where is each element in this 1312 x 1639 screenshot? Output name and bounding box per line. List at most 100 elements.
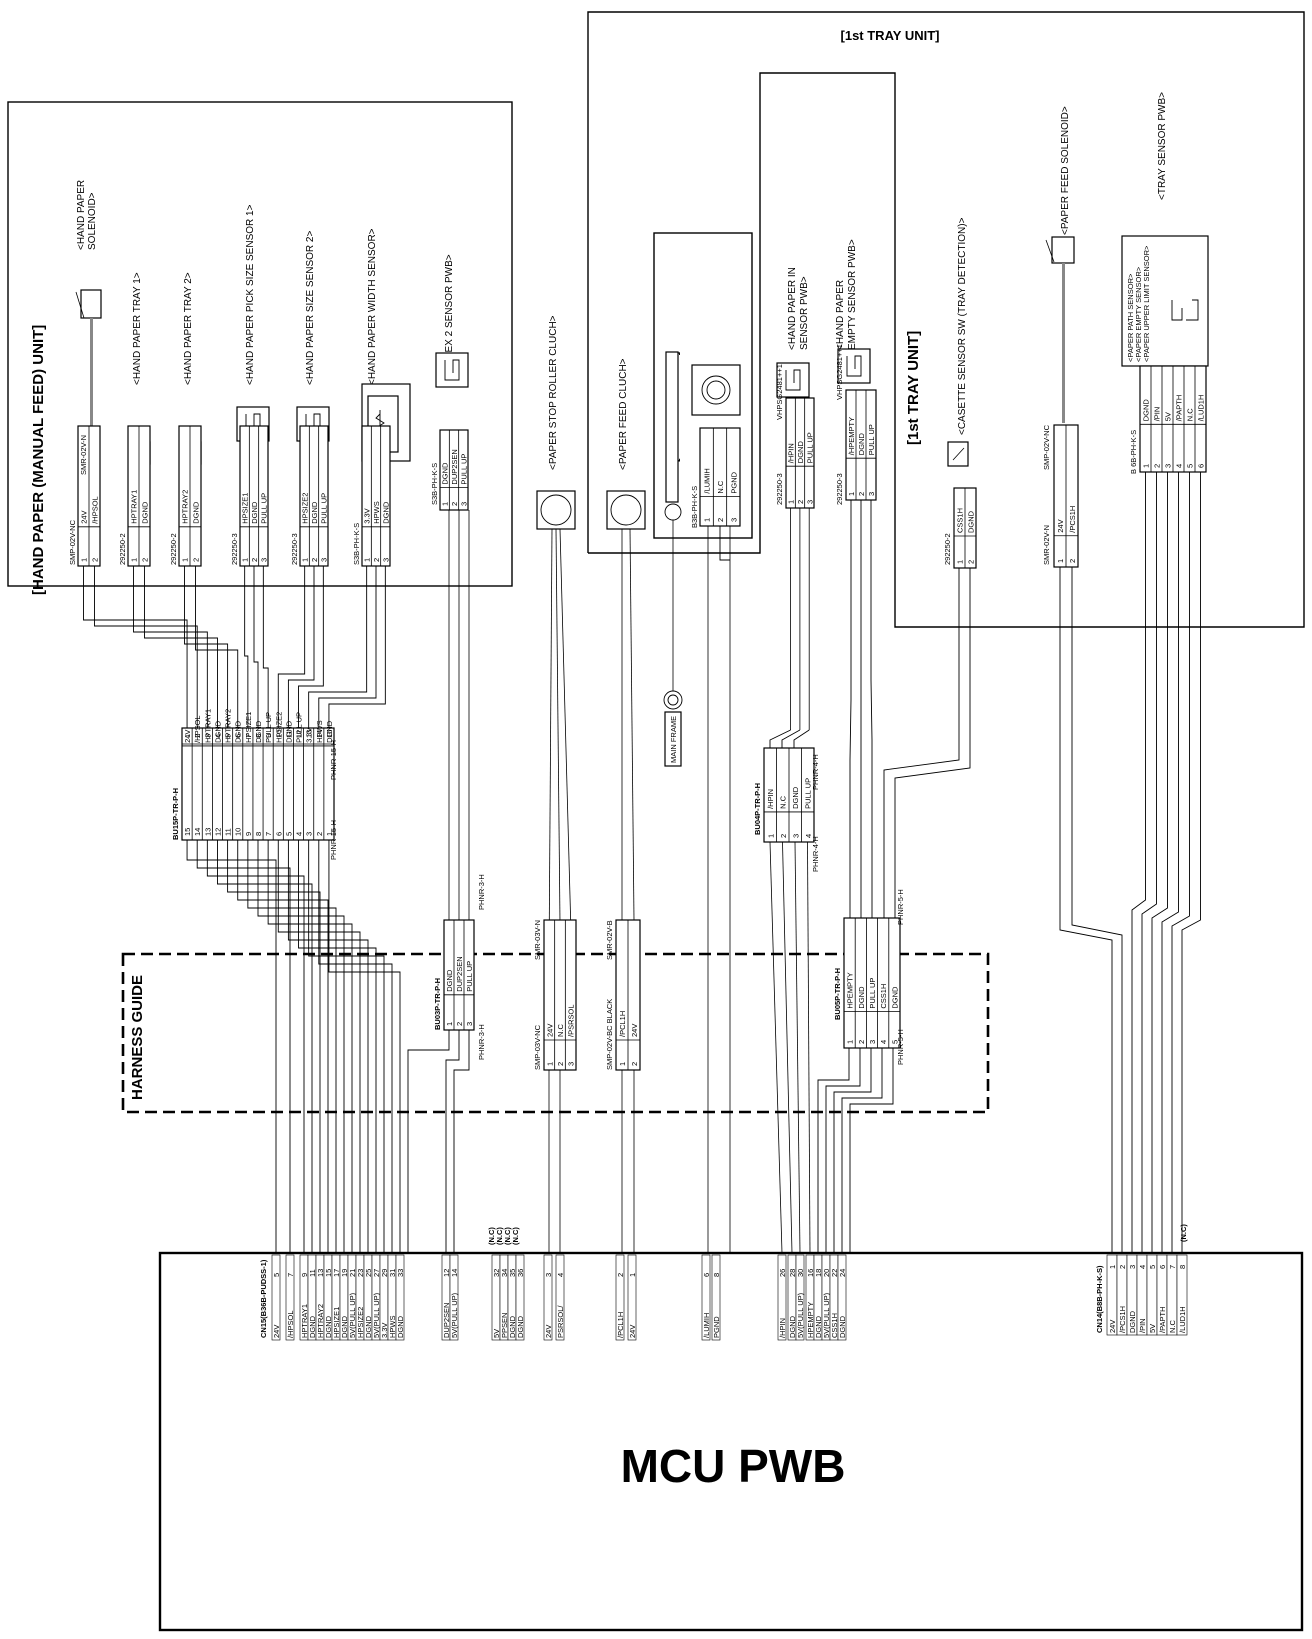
cn14-signal: /PIN [1138,1318,1147,1333]
hp-empty-label: <HAND PAPER [835,280,846,350]
stop-clutch-wire [559,528,572,921]
tray-pwb-connector-pin: 4 [1175,464,1184,468]
cn14-nc: (N.C) [1179,1224,1188,1242]
lift-motor-frame [653,232,753,539]
hand-to-relay15-wire [262,566,269,728]
hand-connector-7-pin: 3 [459,502,468,506]
feed-relay-top: SMR-02V-B [605,920,614,960]
cn15-signal: 5V(PULL UP) [348,1292,357,1338]
hp-in-connector-signal: /HPIN [787,443,796,463]
relay15-connector-signal: PULL UP [295,712,304,743]
cn15-pin: 13 [316,1269,325,1277]
cn15-signal: DGND [788,1315,797,1338]
relay15-connector-pin: 10 [234,828,243,836]
cn15-pin-cell [615,1254,625,1341]
tray-pwb-wire [1131,472,1146,1253]
relay5-top: PHNR-5-H [896,889,905,925]
hand-connector-4-pin: 3 [259,558,268,562]
cn14-pin: 8 [1178,1265,1187,1269]
relay5-connector-pin: 3 [868,1040,877,1044]
cn15-pin-cell [701,1254,711,1341]
hand-component-label: <HAND PAPER [76,180,87,250]
cn15-pin-cell [777,1254,787,1341]
cn15-signal: DGND [508,1315,517,1338]
cn15-signal: HPSIZE1 [332,1307,341,1338]
hand-connector-1-signal: 24V [80,510,89,523]
relay4-connector-pin: 1 [766,834,775,838]
switch-icon [952,447,965,461]
relay4-to-mcu-wire [794,841,801,1254]
feed-solenoid-wire [1059,567,1113,1253]
hand-connector-7-signal: DUP2SEN [450,449,459,484]
cn14-signal: /LUD1H [1178,1306,1187,1333]
hand-to-relay15-wire [144,566,218,728]
cn15-pin: 31 [388,1269,397,1277]
tray-pwb-sensor: <PAPER UPPER LIMIT SENSOR> [1142,245,1151,362]
hp-empty-wire [870,500,873,918]
relay5-connector-pin: 5 [890,1040,899,1044]
hand-to-relay15-wire [298,566,324,728]
cn15-signal: DUP2SEN [442,1303,451,1338]
hand-connector-4-box [239,425,269,567]
hp-empty-wire [849,500,852,918]
lift-connector-box [699,427,741,527]
relay15-to-mcu-wire [227,840,321,1253]
clutch-icon [606,490,646,530]
cn15-pin: 3 [544,1273,553,1277]
cn15-pin: 9 [300,1273,309,1277]
relay15-left: PHNR-15-H [329,820,338,860]
relay15-to-mcu-wire [308,840,385,1253]
stop-relay-connector-signal: /PSRSOL [567,1004,576,1037]
feed-clutch-label: <PAPER FEED CLUCH> [618,358,629,470]
cn15-signal: 5V(PULL UP) [450,1292,459,1338]
relay15-connector-pin: 14 [193,828,202,836]
cn15-signal: 5V(PULL UP) [822,1292,831,1338]
hand-component-label: <HAND PAPER SIZE SENSOR 2> [305,231,316,385]
cn15-signal: DGND [308,1315,317,1338]
cn14-pin: 7 [1168,1265,1177,1269]
relay15-to-mcu-wire [196,840,291,1253]
relay4-right: PHNR-4-H [811,754,820,790]
tray-unit-frame [587,11,1305,628]
hand-connector-1-pin: 1 [80,558,89,562]
main-frame-label: MAIN FRAME [669,716,678,763]
relay15-connector-pin: 11 [224,828,233,836]
cn15-signal: DGND [516,1315,525,1338]
solenoid-icon [75,291,85,319]
relay4-to-mcu-wire [782,841,793,1254]
cn15-pin: 32 [492,1269,501,1277]
hp-in-label: <HAND PAPER IN [787,267,798,350]
relay15-connector-signal: 3.3V [305,727,314,742]
relay15-to-mcu-wire [217,840,313,1253]
relay5-part: BU05P-TR-P-H [833,968,842,1020]
feed-relay-connector [615,919,641,1071]
tray-unit-title: [1st TRAY UNIT] [841,28,940,43]
hp-in-part: 292250-3 [775,473,784,505]
feed-relay-connector-pin: 1 [618,1062,627,1066]
hp-in-part-top: VHPSG2481++1 [775,364,784,420]
cn15-signal: CSS1H [830,1313,839,1338]
solenoid-icon [80,289,102,319]
stop-relay-connector-signal: N.C [556,1024,565,1038]
hand-connector-3-pin: 1 [181,558,190,562]
relay15-connector-pin: 4 [295,832,304,836]
hand-to-relay15-wire [318,566,377,728]
cn15-signal: /HPSOL [286,1310,295,1338]
hand-connector-5-pin: 2 [310,558,319,562]
relay3-connector-pin: 3 [465,1022,474,1026]
cn14-pin: 1 [1108,1265,1117,1269]
tray-pwb-connector-signal: /PIN [1153,407,1162,422]
cn15-pin: 8 [712,1273,721,1277]
cn15-pin: 29 [380,1269,389,1277]
hand-connector-5-pin: 3 [319,558,328,562]
relay15-right: PHNR-15-H [329,740,338,780]
relay4-connector-signal: /HPIN [766,789,775,809]
hand-connector-part: SMP-02V-NC [68,519,77,565]
tray-sensor-icon [1186,299,1199,321]
cn14-signal: /PCS1H [1118,1306,1127,1333]
relay15-connector-signal: DGND [254,720,263,743]
hand-connector-7-box [439,429,469,511]
tray-pwb-connector-signal: 5V [1164,412,1173,421]
cn15-signal: PPSEN [500,1313,509,1338]
hand-to-relay15-wire [308,566,368,728]
